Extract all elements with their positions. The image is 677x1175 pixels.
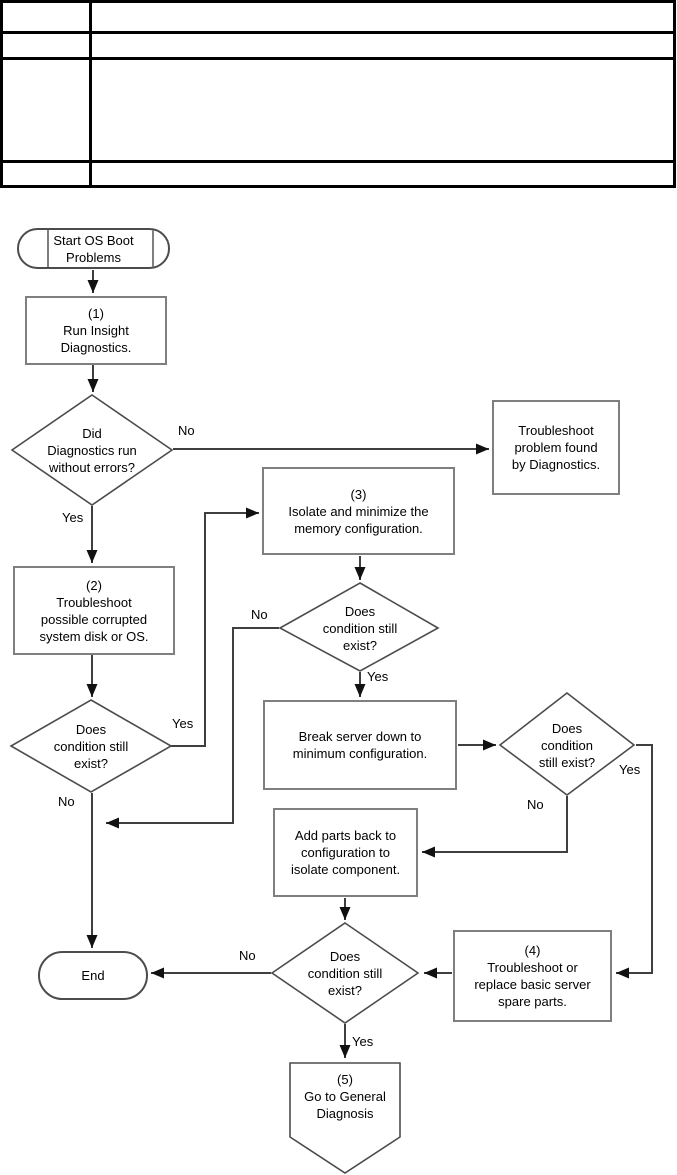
edge-label-yes-cond1: Yes [172,716,194,731]
process-break-server-down: Break server down to minimum configurati… [263,700,457,790]
start-label: Start OS Boot Problems [53,232,134,265]
end-terminator: End [38,951,148,1000]
process-troubleshoot-problem-found: Troubleshoot problem found by Diagnostic… [492,400,620,495]
decision-cond2-label: Does condition still exist? [322,603,398,653]
add-parts-label: Add parts back to configuration to isola… [290,828,401,877]
step2-label: (2) Troubleshoot possible corrupted syst… [39,577,149,644]
break-server-label: Break server down to minimum configurati… [292,729,428,761]
decision-cond4-diamond [270,922,420,1024]
step1-label: (1) Run Insight Diagnostics. [60,306,132,355]
decision-cond4-label: Does condition still exist? [307,948,383,998]
decision-cond2-diamond [278,582,440,672]
table-cell-r3c1 [0,57,92,163]
connector-decision2-no [106,627,279,829]
process-run-insight-diagnostics: (1) Run Insight Diagnostics. [25,296,167,365]
table-cell-r2c2 [89,31,676,60]
edge-label-yes-diag: Yes [62,510,84,525]
table-row [0,0,676,34]
table-row [0,31,676,60]
process-troubleshoot-spare-parts: (4) Troubleshoot or replace basic server… [453,930,612,1022]
decision-diag-diamond [10,394,174,506]
process-add-parts-back: Add parts back to configuration to isola… [273,808,418,897]
connector-decision3-no [422,796,568,858]
edge-label-no-cond2: No [251,607,268,622]
edge-label-no-cond3: No [527,797,544,812]
table-row [0,57,676,163]
decision-cond3-diamond [498,691,636,796]
decision-cond3-label: Does condition still exist? [538,720,596,770]
table-cell-r4c2 [89,160,676,188]
process-troubleshoot-corrupted-disk: (2) Troubleshoot possible corrupted syst… [13,566,175,655]
table-cell-r1c1 [0,0,92,34]
edge-label-no-diag: No [178,423,195,438]
decision-cond1-diamond [9,699,173,793]
troubleshoot-found-label: Troubleshoot problem found by Diagnostic… [511,423,601,472]
offpage-connector-shape [289,1062,401,1174]
process-isolate-minimize-memory: (3) Isolate and minimize the memory conf… [262,467,455,555]
table-cell-r2c1 [0,31,92,60]
step3-label: (3) Isolate and minimize the memory conf… [288,486,429,536]
edge-label-yes-cond2: Yes [367,669,389,684]
decision-diag-label: Did Diagnostics run without errors? [47,425,137,475]
edge-label-yes-cond3: Yes [619,762,641,777]
edge-label-yes-cond4: Yes [352,1034,374,1049]
table-row [0,160,676,188]
table-cell-r1c2 [89,0,676,34]
table-cell-r3c2 [89,57,676,163]
terminator-tick-right [152,230,154,267]
start-terminator: Start OS Boot Problems [17,228,170,269]
step4-label: (4) Troubleshoot or replace basic server… [474,943,591,1009]
header-table [0,0,676,188]
connector-decision3-yes [616,744,653,979]
terminator-tick-left [47,230,49,267]
end-label: End [81,968,105,983]
connector-decision1-yes [171,507,259,747]
edge-label-no-cond4: No [239,948,256,963]
offpage-connector-label: (5) Go to General Diagnosis [304,1071,386,1121]
edge-label-no-cond1: No [58,794,75,809]
table-cell-r4c1 [0,160,92,188]
decision-cond1-label: Does condition still exist? [53,721,129,771]
